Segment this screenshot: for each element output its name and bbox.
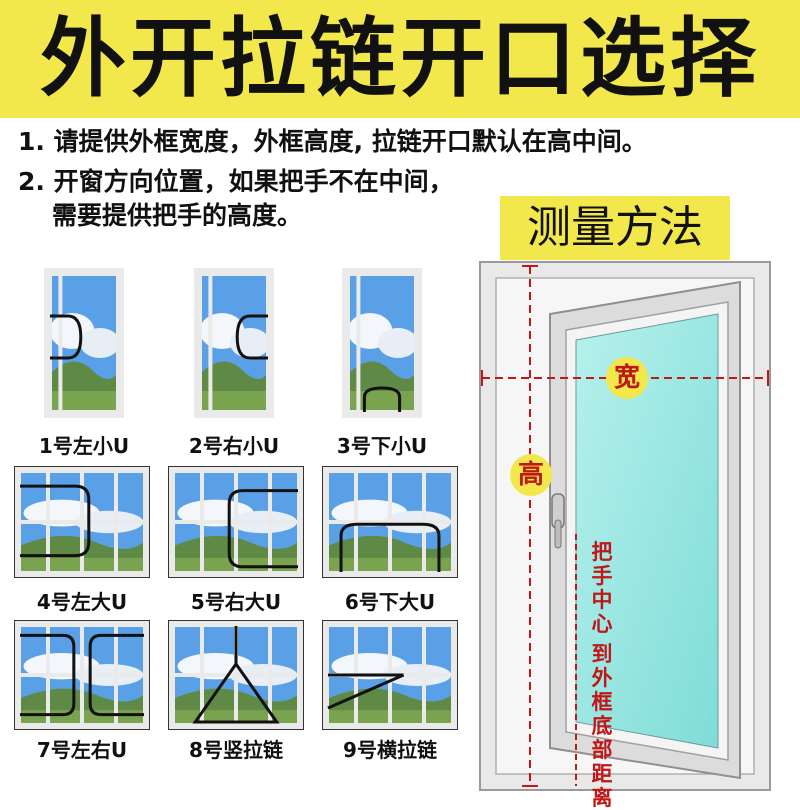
zipper-path xyxy=(192,626,280,724)
zipper-option-label: 8号竖拉链 xyxy=(189,738,283,762)
window-thumbnail xyxy=(168,620,304,730)
handle-label-char: 中 xyxy=(591,588,613,612)
zipper-option-label: 6号下大U xyxy=(344,590,436,614)
zipper-option-left-small-u[interactable] xyxy=(44,268,124,418)
window-thumbnail xyxy=(322,620,458,730)
handle-label-char: 部 xyxy=(591,738,613,762)
handle-icon xyxy=(551,493,565,549)
handle-label-char: 到 xyxy=(591,642,613,666)
zipper-path xyxy=(327,673,405,710)
instruction-line-1: 1. 请提供外框宽度，外框高度, 拉链开口默认在高中间。 xyxy=(18,127,647,156)
window-thumbnail xyxy=(194,268,274,418)
zipper-option-label: 1号左小U xyxy=(38,434,130,458)
handle-label-char: 框 xyxy=(591,690,613,714)
height-label: 高 xyxy=(510,454,552,496)
zipper-option-label: 2号右小U xyxy=(188,434,280,458)
width-label: 宽 xyxy=(606,357,648,399)
window-thumbnail xyxy=(342,268,422,418)
measure-method-title: 测量方法 xyxy=(527,202,703,253)
instruction-line-2: 2. 开窗方向位置，如果把手不在中间， xyxy=(18,167,454,196)
zipper-path xyxy=(235,314,268,360)
handle-label-char: 距 xyxy=(591,762,613,786)
zipper-option-label: 5号右大U xyxy=(190,590,282,614)
measurement-diagram xyxy=(479,261,771,791)
window-thumbnail xyxy=(14,620,150,730)
handle-label-char: 把 xyxy=(591,540,613,564)
zipper-option-label: 9号横拉链 xyxy=(343,738,437,762)
handle-label-char: 外 xyxy=(591,666,613,690)
title-banner: 外开拉链开口选择 xyxy=(0,0,800,118)
zipper-option-left-big-u[interactable] xyxy=(14,466,150,578)
zipper-option-label: 4号左大U xyxy=(36,590,128,614)
zipper-option-label: 7号左右U xyxy=(36,738,128,762)
zipper-path xyxy=(20,633,144,717)
window-thumbnail xyxy=(44,268,124,418)
measure-method-badge: 测量方法 xyxy=(500,196,730,260)
handle-label-char: 底 xyxy=(591,714,613,738)
zipper-path xyxy=(50,314,83,360)
zipper-path xyxy=(362,386,402,412)
zipper-option-right-small-u[interactable] xyxy=(194,268,274,418)
window-thumbnail xyxy=(322,466,458,578)
zipper-option-horizontal-zipper[interactable] xyxy=(322,620,458,730)
zipper-path xyxy=(20,484,91,558)
window-thumbnail xyxy=(14,466,150,578)
zipper-option-left-right-u[interactable] xyxy=(14,620,150,730)
zipper-path xyxy=(227,489,298,569)
zipper-option-right-big-u[interactable] xyxy=(168,466,304,578)
zipper-option-bottom-small-u[interactable] xyxy=(342,268,422,418)
instruction-line-3: 需要提供把手的高度。 xyxy=(52,201,303,230)
handle-label-char: 心 xyxy=(591,612,613,636)
handle-label-char: 离 xyxy=(591,786,613,810)
handle-distance-label: 把手中心到外框底部距离 xyxy=(588,540,616,810)
zipper-option-bottom-big-u[interactable] xyxy=(322,466,458,578)
page-title: 外开拉链开口选择 xyxy=(40,9,760,109)
handle-label-char: 手 xyxy=(591,564,613,588)
zipper-option-vertical-zipper[interactable] xyxy=(168,620,304,730)
zipper-option-label: 3号下小U xyxy=(336,434,428,458)
window-thumbnail xyxy=(168,466,304,578)
zipper-path xyxy=(339,522,441,572)
